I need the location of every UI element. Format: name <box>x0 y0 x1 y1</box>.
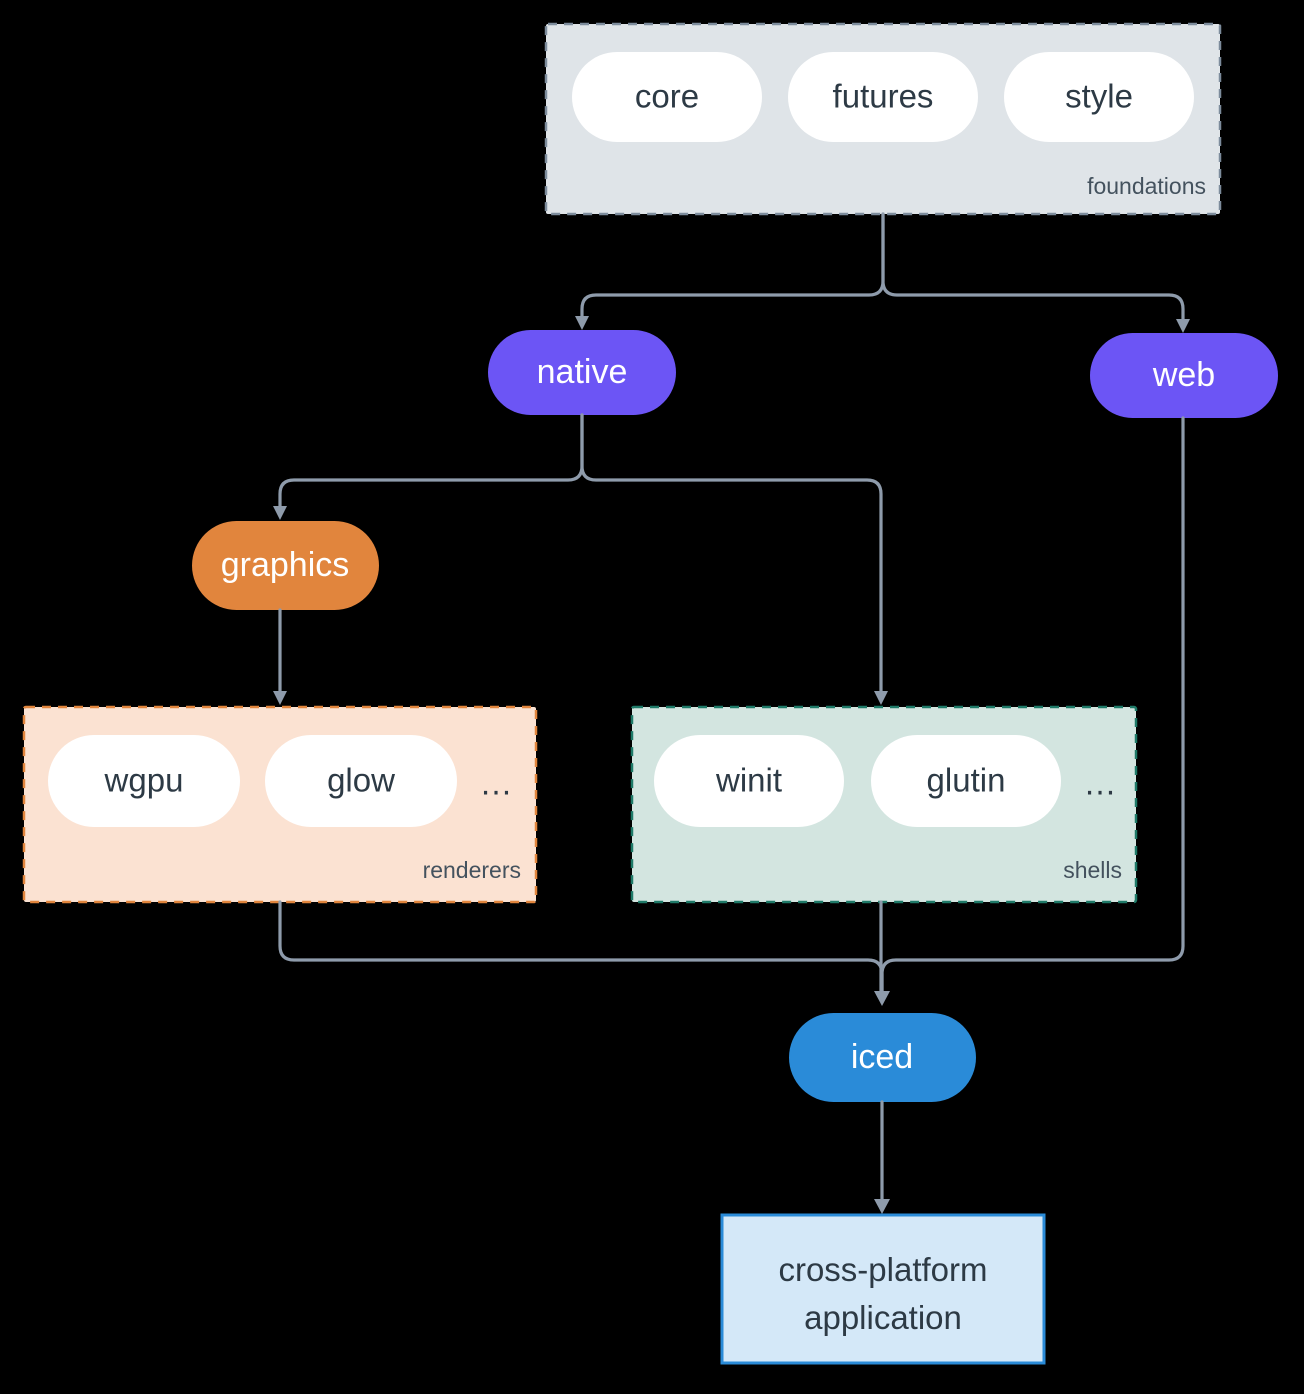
cluster-foundations: core futures style foundations <box>544 22 1222 216</box>
cluster-renderers-label: renderers <box>423 857 521 883</box>
output-box-line2: application <box>804 1299 962 1336</box>
cluster-shells-label: shells <box>1063 857 1122 883</box>
edge-iced-to-output <box>874 1100 890 1214</box>
node-native-label: native <box>537 353 628 391</box>
node-web-shape[interactable] <box>1090 333 1278 418</box>
output-box-line1: cross-platform <box>778 1251 987 1288</box>
node-iced[interactable]: iced <box>789 1013 976 1102</box>
pill-glutin-label: glutin <box>927 762 1006 799</box>
node-native[interactable]: native <box>488 330 676 415</box>
node-iced-label: iced <box>851 1038 913 1076</box>
pill-futures[interactable] <box>788 52 978 142</box>
edge-renderers-iced <box>278 900 884 994</box>
pill-winit[interactable] <box>654 735 844 827</box>
node-iced-shape[interactable] <box>789 1013 976 1102</box>
edge-merge-iced-arrowhead <box>874 991 890 1006</box>
edge-native-shells <box>580 413 883 694</box>
node-web[interactable]: web <box>1090 333 1278 418</box>
edge-native-graphics-arrowhead <box>273 506 287 520</box>
edge-foundations-web <box>881 212 1185 323</box>
pill-winit-label: winit <box>715 762 782 799</box>
pill-style-label: style <box>1065 78 1133 115</box>
node-graphics-label: graphics <box>221 546 350 584</box>
edge-native-graphics <box>278 413 584 510</box>
edge-merge-to-iced <box>278 416 1185 1006</box>
node-cross-platform-application[interactable]: cross-platform application <box>720 1213 1046 1365</box>
edge-foundations-native <box>580 212 885 320</box>
edge-native-shells-arrowhead <box>874 691 888 705</box>
node-graphics[interactable]: graphics <box>192 521 379 610</box>
pill-glow[interactable] <box>265 735 457 827</box>
renderers-overflow-ellipsis: … <box>480 765 513 802</box>
edge-native-to-children <box>273 413 888 705</box>
pill-glow-label: glow <box>327 762 395 799</box>
edge-foundations-to-platforms <box>575 212 1190 333</box>
edge-graphics-to-renderers <box>273 608 287 705</box>
edge-iced-output-arrowhead <box>874 1199 890 1214</box>
edge-foundations-web-arrowhead <box>1176 319 1190 333</box>
shells-overflow-ellipsis: … <box>1084 765 1117 802</box>
node-native-shape[interactable] <box>488 330 676 415</box>
node-graphics-shape[interactable] <box>192 521 379 610</box>
node-web-label: web <box>1152 356 1215 394</box>
pill-wgpu[interactable] <box>48 735 240 827</box>
pill-futures-label: futures <box>833 78 934 115</box>
pill-wgpu-label: wgpu <box>104 762 184 799</box>
cluster-foundations-label: foundations <box>1087 173 1206 199</box>
output-box-shape[interactable] <box>720 1213 1046 1365</box>
edge-foundations-native-arrowhead <box>575 316 589 330</box>
cluster-shells: winit glutin … shells <box>630 705 1138 904</box>
pill-glutin[interactable] <box>871 735 1061 827</box>
pill-style[interactable] <box>1004 52 1194 142</box>
pill-core-label: core <box>635 78 699 115</box>
cluster-renderers: wgpu glow … renderers <box>22 705 538 904</box>
edge-web-iced <box>880 416 1185 994</box>
pill-core[interactable] <box>572 52 762 142</box>
edge-graphics-renderers-arrowhead <box>273 691 287 705</box>
